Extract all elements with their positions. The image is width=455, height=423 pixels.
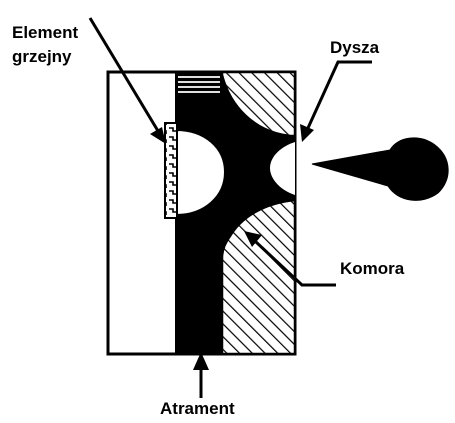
chamber-pointer-line bbox=[254, 240, 336, 287]
hatched-wall-lower bbox=[220, 198, 297, 356]
ink-pointer-arrowhead bbox=[193, 352, 209, 370]
nozzle-pointer-arrowhead bbox=[300, 124, 314, 142]
hatched-wall-upper bbox=[220, 70, 297, 138]
ink-label: Atrament bbox=[160, 399, 235, 418]
heater-label-line1: Element bbox=[12, 23, 78, 42]
ink-droplet bbox=[311, 137, 449, 201]
heater-pointer-line bbox=[88, 17, 160, 132]
nozzle-label: Dysza bbox=[330, 38, 380, 57]
nozzle-pointer-line bbox=[306, 60, 372, 129]
heating-element bbox=[164, 122, 178, 219]
heater-pointer-arrowhead bbox=[150, 127, 166, 144]
ink-top-stripes bbox=[178, 76, 220, 93]
vapor-bubble bbox=[175, 128, 227, 217]
heater-label-line2: grzejny bbox=[12, 47, 72, 66]
chamber-label: Komora bbox=[340, 259, 405, 278]
nozzle-opening bbox=[270, 142, 295, 195]
chamber-pointer-arrowhead bbox=[244, 231, 262, 247]
